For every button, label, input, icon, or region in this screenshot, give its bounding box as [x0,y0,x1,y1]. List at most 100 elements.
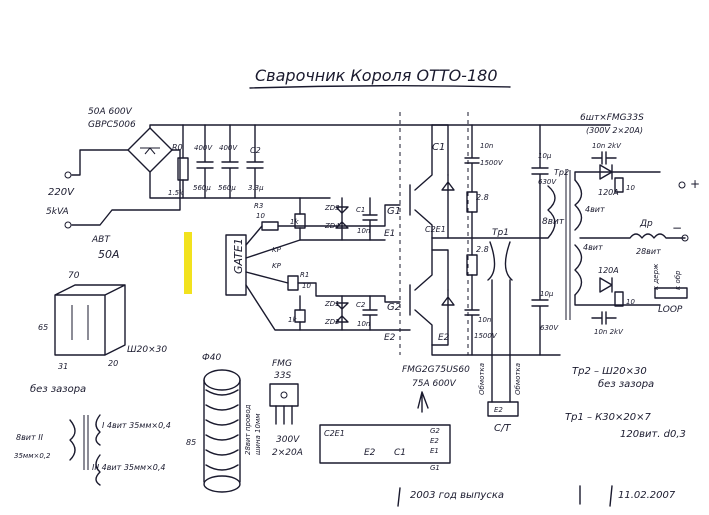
gate-upper-e: E1 [384,229,395,239]
bus-capacitor-2-volt: 400V [219,144,238,152]
ct-terminal [487,401,519,417]
bus-capacitor-2 [221,124,239,199]
gate-lower-emitter-wire [245,284,411,331]
gate-lower-r-value: 10 [302,282,311,290]
module-c2e1: C2E1 [425,225,446,234]
note-tr1-turns: 120вит. d0,3 [620,429,686,440]
choke-sketch-note-1: 28вит провод [244,404,252,455]
core-dim-4: 20 [108,359,118,368]
gate-lower-zd-2: ZD2 [324,318,340,326]
loop-label: LOOP [658,305,683,315]
gate-upper-c-name: C1 [356,206,365,214]
loop-connector [654,287,688,299]
current-transformer-ring [487,241,513,281]
board-sketch [319,424,451,464]
title-underline [249,85,511,89]
snubber-r-upper: 2.8 [476,193,489,202]
diode-sketch-rating-2: 2×20A [272,448,303,458]
gate-upper-resistor-1k [294,197,306,241]
rectifier-snubber-upper [591,151,624,193]
gate-lower-r-name: R1 [300,271,309,279]
ct-winding-1: Обмотка [478,363,486,395]
gate-upper-emitter-wire [245,239,386,259]
gate-upper-wire [245,204,401,246]
transformer-primary-turns: 8вит [542,217,565,227]
ct-marker: Тр1 [492,228,509,238]
mains-terminal-2 [64,221,72,229]
snubber-c-lower: 10n [478,316,491,324]
board-label-6: E1 [430,447,439,455]
output-c2-value: 10µ [540,290,554,298]
diode-sketch-name: FMG [272,359,292,369]
ac-wire-2 [71,149,181,226]
note-year: 2003 год выпуска [410,490,504,501]
snubber-c-upper: 10n [480,142,493,150]
breaker-rating: 50A [98,248,120,261]
bus-capacitor-1-value: 560µ [193,184,211,192]
bus-capacitor-1 [196,124,214,199]
rectifier-diode-lower-rating: 120A [598,266,619,275]
choke-sketch-diameter: Ф40 [202,353,221,363]
snubber-c-volt-upper: 1500V [480,159,504,167]
rectifier-diode-upper-rating: 120A [598,188,619,197]
igbt-lower [409,237,455,346]
output-plus-sign: + [690,177,700,191]
gate-upper-c-value: 10n [357,227,370,235]
gate-lower-resistor [287,275,299,291]
year-brackets [397,485,581,507]
rectifier-header: 6шт×FMG33S [580,113,644,123]
output-side-label-2: к обр [674,270,682,290]
gate-lower-c-name: C2 [356,301,366,309]
secondary-wires [574,171,661,306]
note-tr2-gap: без зазора [598,378,654,390]
winding-3-coil [95,454,101,486]
core-sketch [54,284,126,356]
ct-label: C/T [494,423,511,434]
bridge-rectifier [127,127,173,173]
dc-bus-plus [149,124,611,129]
diode-sketch-name-2: 33S [274,371,291,381]
board-label-1: C2E1 [324,429,345,438]
choke-sketch-length: 85 [186,438,196,447]
gate-upper-zd-1: ZD3 [324,204,340,212]
module-arrow [417,391,429,413]
winding-1-coil [95,414,101,446]
gate-upper-r-value: 10 [256,212,265,220]
rectifier-diode-upper [599,164,613,180]
gate-lower-e: E2 [384,333,396,343]
output-capacitor-lower [531,237,549,356]
breaker-label: АВТ [91,235,111,245]
gate-highlight [184,232,192,294]
bus-capacitor-3-name: C2 [250,146,261,155]
note-tr1: Тр1 – К30×20×7 [565,412,651,423]
gate-lower-g: G2 [387,302,401,313]
snubber-lower [464,237,480,356]
ac-wire-1 [71,149,129,176]
igbt-upper [409,124,455,239]
rectifier-r-upper: 10 [626,184,635,192]
gate-upper-r-name: R3 [254,202,263,210]
diode-sketch-rating-1: 300V [276,435,300,445]
rectifier-diode-lower [599,277,613,293]
board-label-2: E2 [364,448,376,458]
gate-lower-capacitor [362,295,378,331]
date-bracket [609,485,613,507]
gate-lower-r-left: 1k [288,316,297,324]
bridge-rating: 50A 600V [88,107,133,117]
bus-resistor [177,124,189,199]
output-terminal-minus [681,234,689,242]
module-part: FMG2G75US60 [402,365,470,375]
gate-lower-wire [245,271,401,303]
diagram-title: Сварочник Короля ОТТО-180 [255,66,498,85]
secondary-winding-2-turns: 4вит [583,243,603,252]
choke-sketch [203,369,241,493]
rectifier-r-lower: 10 [626,298,635,306]
transformer-name: Тр2 [554,168,569,177]
module-e2: E2 [438,333,450,343]
output-c1-volt: 630V [538,178,557,186]
core-note: Ш20×30 [127,345,167,355]
bus-capacitor-1-volt: 400V [194,144,213,152]
rectifier-snubber-lower-label: 10n 2kV [594,328,624,336]
snubber-c-volt: 1500V [474,332,498,340]
